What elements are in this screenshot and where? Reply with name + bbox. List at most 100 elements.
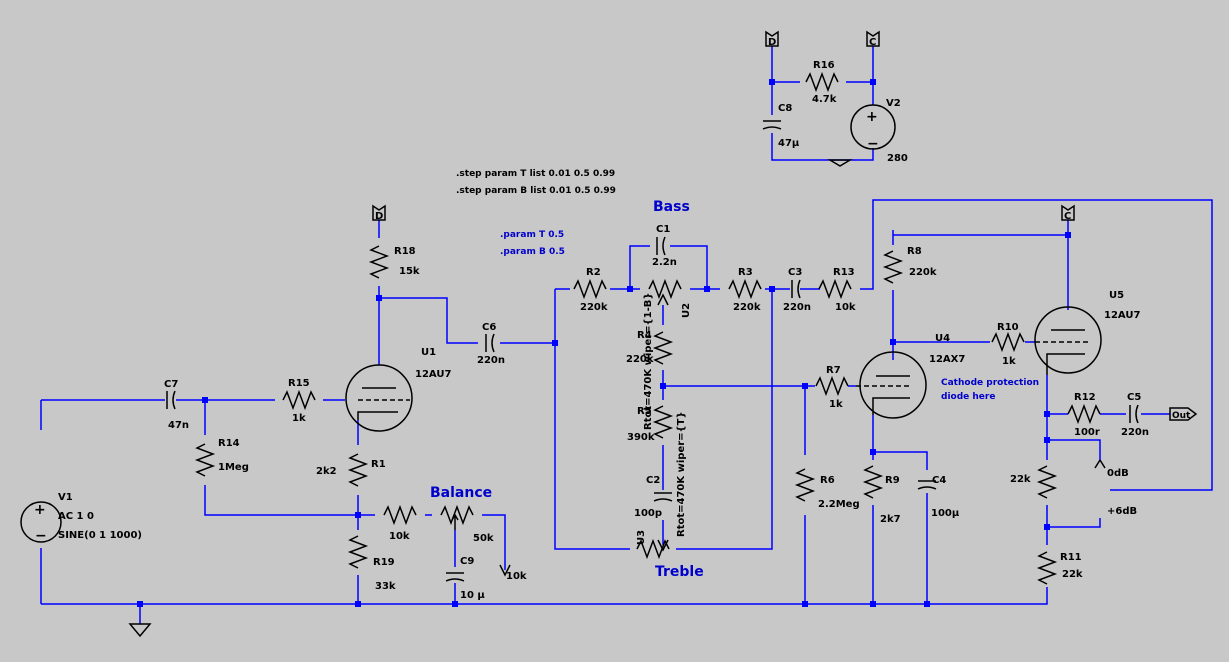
r13-resistor[interactable]	[818, 280, 852, 298]
r1-name: R1	[371, 459, 386, 470]
r11-name: R11	[1060, 552, 1082, 563]
r5-value: 390k	[627, 432, 655, 443]
r9-name: R9	[885, 475, 900, 486]
c-u5-flag-label: C	[1064, 211, 1071, 222]
r6-name: R6	[820, 475, 835, 486]
balance-pot[interactable]	[440, 506, 474, 524]
u4-value: 12AX7	[929, 354, 965, 365]
r16-resistor[interactable]	[805, 73, 839, 91]
r4-value: 220k	[626, 354, 654, 365]
r3-name: R3	[738, 267, 753, 278]
v1-source[interactable]: + −	[20, 501, 62, 544]
u5-name: U5	[1109, 290, 1124, 301]
bass-title: Bass	[653, 199, 690, 215]
c8-capacitor[interactable]	[762, 120, 782, 130]
zero-db-label: 0dB	[1107, 468, 1129, 479]
c1-capacitor[interactable]	[656, 236, 666, 256]
r12-resistor[interactable]	[1067, 405, 1101, 423]
plus6-db-label: +6dB	[1107, 506, 1137, 517]
v2-value: 280	[887, 153, 908, 164]
c7-name: C7	[164, 379, 178, 390]
u1-tube[interactable]	[345, 364, 413, 432]
r3-value: 220k	[733, 302, 761, 313]
ground-icon	[827, 159, 853, 167]
balance-resistor[interactable]	[383, 506, 417, 524]
step-t-directive: .step param T list 0.01 0.5 0.99	[456, 169, 615, 179]
net-flag-c-u5	[1061, 204, 1075, 221]
r1-value: 2k2	[316, 466, 337, 477]
r9-value: 2k7	[880, 514, 901, 525]
r5-name: R5	[637, 406, 652, 417]
c2-capacitor[interactable]	[653, 492, 673, 502]
u5-value: 12AU7	[1104, 310, 1140, 321]
r11-resistor[interactable]	[1038, 551, 1056, 585]
r1-resistor[interactable]	[349, 453, 367, 487]
svg-text:+: +	[866, 109, 878, 125]
r4-resistor[interactable]	[654, 331, 672, 365]
c3-capacitor[interactable]	[791, 279, 801, 299]
c2-name: C2	[646, 475, 660, 486]
step-b-directive: .step param B list 0.01 0.5 0.99	[456, 186, 616, 196]
r2-resistor[interactable]	[573, 280, 607, 298]
svg-text:−: −	[867, 136, 879, 152]
r9-resistor[interactable]	[864, 465, 882, 499]
r12-name: R12	[1074, 392, 1096, 403]
c4-name: C4	[932, 475, 946, 486]
c3-name: C3	[788, 267, 802, 278]
r7-resistor[interactable]	[815, 377, 849, 395]
c5-value: 220n	[1121, 427, 1149, 438]
c7-capacitor[interactable]	[166, 390, 176, 410]
out-port[interactable]	[1169, 407, 1198, 421]
treble-title: Treble	[655, 564, 704, 580]
balance-out-value: 10k	[506, 571, 527, 582]
v1-name: V1	[58, 492, 73, 503]
arrow-down-icon	[499, 564, 511, 577]
r10-value: 1k	[1002, 356, 1016, 367]
u5-tube[interactable]	[1034, 306, 1102, 375]
r7-value: 1k	[829, 399, 843, 410]
svg-text:+: +	[34, 502, 46, 518]
r3-resistor[interactable]	[728, 280, 762, 298]
u1-name: U1	[421, 347, 436, 358]
v2-name: V2	[886, 98, 901, 109]
r15-name: R15	[288, 378, 310, 389]
r15-resistor[interactable]	[282, 391, 316, 409]
r14-value: 1Meg	[218, 462, 249, 473]
wiper-arrow-icon	[657, 539, 669, 552]
wires	[40, 46, 1213, 624]
r13-name: R13	[833, 267, 855, 278]
v2-source[interactable]: + −	[850, 104, 896, 152]
c6-name: C6	[482, 322, 496, 333]
c8-value: 47µ	[778, 138, 800, 149]
ground-icon	[128, 623, 152, 638]
net-flag-d-top	[765, 30, 779, 47]
r5-resistor[interactable]	[654, 405, 672, 439]
r14-resistor[interactable]	[196, 443, 214, 477]
u1-value: 12AU7	[415, 369, 451, 380]
r22-value: 22k	[1010, 474, 1031, 485]
r22-resistor[interactable]	[1038, 465, 1056, 499]
r19-resistor[interactable]	[349, 535, 367, 569]
c1-value: 2.2n	[652, 257, 677, 268]
r8-resistor[interactable]	[884, 250, 902, 284]
r16-name: R16	[813, 60, 835, 71]
c9-capacitor[interactable]	[445, 572, 465, 582]
r10-resistor[interactable]	[991, 333, 1025, 351]
cathode-note-2: diode here	[941, 392, 995, 402]
rot-t-label: Rtot=470K wiper={T}	[676, 411, 687, 537]
c-top-flag-label: C	[869, 37, 876, 48]
d-top-flag-label: D	[768, 37, 776, 48]
net-flag-d-u1	[372, 204, 386, 221]
r18-resistor[interactable]	[370, 245, 388, 279]
wiper-arrow-icon	[657, 293, 669, 306]
r6-resistor[interactable]	[796, 468, 814, 502]
r18-value: 15k	[399, 266, 420, 277]
c3-value: 220n	[783, 302, 811, 313]
c5-capacitor[interactable]	[1129, 404, 1139, 424]
u4-tube[interactable]	[856, 351, 927, 419]
c6-capacitor[interactable]	[485, 333, 495, 353]
out-label: Out	[1172, 411, 1191, 421]
junctions	[137, 79, 1071, 607]
c8-name: C8	[778, 103, 792, 114]
